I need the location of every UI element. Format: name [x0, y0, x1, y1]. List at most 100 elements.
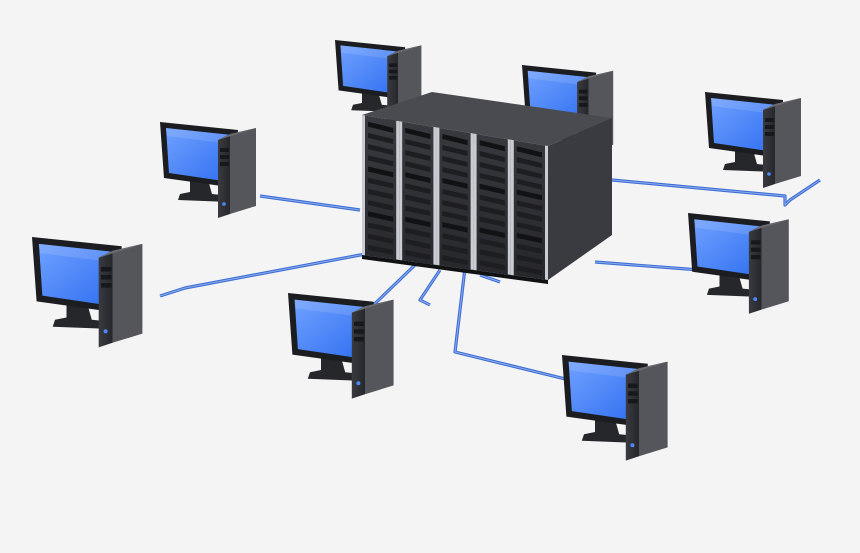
rack-slot: [442, 156, 468, 167]
rack-slot: [405, 172, 431, 184]
drive-bay: [579, 89, 588, 94]
workstation-7: [288, 293, 394, 399]
rack-slot: [442, 200, 468, 211]
rack-rail: [473, 133, 477, 271]
cable-5-highlight: [594, 261, 701, 271]
monitor-screen: [294, 299, 368, 359]
power-led: [103, 329, 108, 334]
tower-side: [365, 299, 394, 395]
drive-bay: [628, 391, 638, 396]
rack-slot: [442, 178, 468, 189]
cable-8-highlight: [454, 267, 591, 386]
rack-slot: [516, 265, 542, 276]
rack-slot: [368, 244, 394, 256]
workstation-5: [688, 213, 789, 314]
rack-base: [362, 255, 548, 284]
drive-bay: [628, 399, 638, 404]
rack-slot: [405, 216, 431, 228]
screen-glare: [340, 45, 400, 60]
rack-slot: [442, 255, 468, 266]
drive-bay: [389, 63, 398, 67]
rack-slot: [479, 205, 505, 217]
rack-top: [362, 92, 612, 146]
rack-slot: [442, 233, 468, 244]
rack-slot: [368, 144, 394, 156]
rack-slot: [479, 172, 505, 184]
monitor-screen: [711, 98, 777, 152]
cable-4-highlight: [259, 195, 361, 211]
tower-top: [577, 70, 614, 83]
screen-glare: [166, 128, 232, 144]
monitor-screen: [340, 45, 400, 94]
rack-slot: [479, 183, 505, 195]
tower-side: [761, 219, 789, 310]
rack-rail: [362, 115, 365, 256]
screen-glare: [694, 219, 764, 237]
rack-front: [362, 115, 548, 280]
power-led: [356, 381, 361, 386]
drive-bay: [628, 383, 638, 388]
drive-bay: [389, 76, 398, 80]
workstation-8: [562, 355, 668, 461]
server-rack: [362, 92, 612, 284]
monitor-screen: [38, 243, 115, 306]
rack-slot: [368, 177, 394, 189]
tower-side: [230, 128, 256, 214]
rack-slot: [368, 200, 394, 211]
drive-bay: [354, 337, 364, 342]
workstation-layer-front: [32, 237, 668, 461]
monitor-screen: [568, 361, 642, 421]
rack-slot: [442, 189, 468, 200]
screen-glare: [568, 361, 642, 380]
rack-rail: [507, 139, 511, 275]
rack-slot: [516, 157, 542, 169]
rack-slot: [442, 222, 468, 233]
screen-glare: [711, 98, 777, 114]
rack-slot: [479, 249, 505, 260]
rack-slot: [405, 205, 431, 217]
rack-slot: [516, 254, 542, 265]
rack-slot: [368, 233, 394, 244]
rack-slot: [479, 140, 505, 152]
workstation-4: [160, 122, 256, 218]
rack-slot: [405, 138, 431, 151]
drive-bay: [765, 118, 774, 122]
tower-top: [625, 361, 668, 375]
rack-slot: [479, 238, 505, 249]
rack-slot: [442, 211, 468, 222]
cable-extra-2-highlight: [479, 274, 501, 283]
monitor-screen: [166, 128, 232, 182]
rack-slot: [516, 222, 542, 233]
drive-bay: [765, 132, 774, 136]
rack-rail: [433, 126, 437, 266]
rack-slot: [405, 227, 431, 239]
rack-slot: [516, 178, 542, 190]
drive-bay: [751, 240, 761, 245]
tower-top: [218, 128, 256, 140]
rack-slot: [516, 211, 542, 222]
rack-rail: [436, 127, 440, 266]
tower-front: [748, 225, 762, 314]
rack-slot: [405, 150, 431, 162]
rack-slot: [368, 188, 394, 200]
tower-side: [639, 361, 668, 457]
rack-slot: [479, 194, 505, 206]
rack-slot: [516, 189, 542, 201]
rack-side: [548, 118, 612, 280]
rack-slot: [368, 222, 394, 233]
power-led: [753, 297, 758, 301]
power-led: [767, 172, 771, 176]
drive-bay: [579, 96, 588, 101]
rack-slot: [442, 134, 468, 146]
rack-slot: [516, 146, 542, 158]
drive-bay: [354, 329, 364, 334]
rack-slot: [516, 167, 542, 179]
rack-slot: [405, 127, 431, 140]
rack-slot: [405, 183, 431, 195]
rack-slot: [405, 250, 431, 261]
rack-slot: [368, 121, 394, 133]
power-led: [630, 443, 635, 448]
workstation-6: [32, 237, 143, 348]
tower-top: [351, 299, 394, 313]
workstation-3: [705, 92, 801, 188]
